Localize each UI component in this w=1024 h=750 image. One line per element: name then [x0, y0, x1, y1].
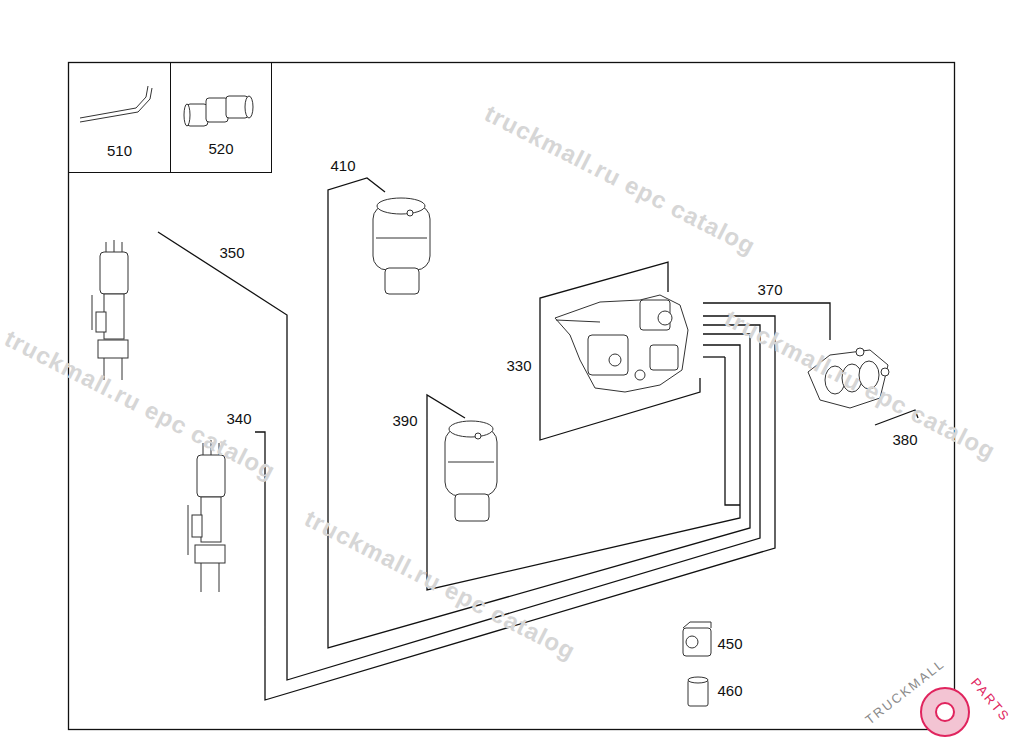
leader-line — [427, 345, 740, 590]
watermark: truckmall.ru epc catalog — [480, 100, 759, 260]
callout-number: 520 — [171, 140, 271, 157]
outer-frame — [69, 63, 955, 730]
clamp-part — [683, 622, 711, 656]
shock-absorber — [92, 240, 128, 380]
callout-number: 390 — [392, 413, 417, 430]
logo-gear — [921, 688, 969, 736]
callout-number: 510 — [69, 142, 170, 159]
callout-number: 340 — [226, 411, 251, 428]
air-spring — [373, 198, 430, 294]
sleeve-part — [688, 677, 708, 706]
part-cell: 510 — [68, 62, 171, 173]
group-bracket — [540, 262, 700, 440]
watermark: truckmall.ru epc catalog — [0, 325, 279, 485]
shock-absorber — [188, 440, 225, 592]
fitting-part — [184, 96, 253, 126]
callout-number: 450 — [717, 636, 742, 653]
callout-number: 410 — [330, 158, 355, 175]
valve-unit — [555, 295, 688, 392]
part-cell: 520 — [170, 62, 272, 173]
callout-number: 380 — [892, 432, 917, 449]
rod-part — [80, 88, 152, 122]
leader-line — [328, 178, 750, 648]
leader-line — [725, 357, 740, 505]
watermark: truckmall.ru epc catalog — [300, 505, 579, 665]
watermark: truckmall.ru epc catalog — [720, 305, 999, 465]
leader-line — [255, 316, 775, 700]
rod-part — [80, 86, 148, 118]
callout-number: 350 — [219, 245, 244, 262]
logo-text: PARTS — [968, 675, 1012, 724]
air-spring — [445, 421, 497, 521]
leader-line — [703, 356, 725, 357]
callout-number: 370 — [757, 282, 782, 299]
callout-number: 460 — [717, 683, 742, 700]
callout-number: 330 — [506, 358, 531, 375]
